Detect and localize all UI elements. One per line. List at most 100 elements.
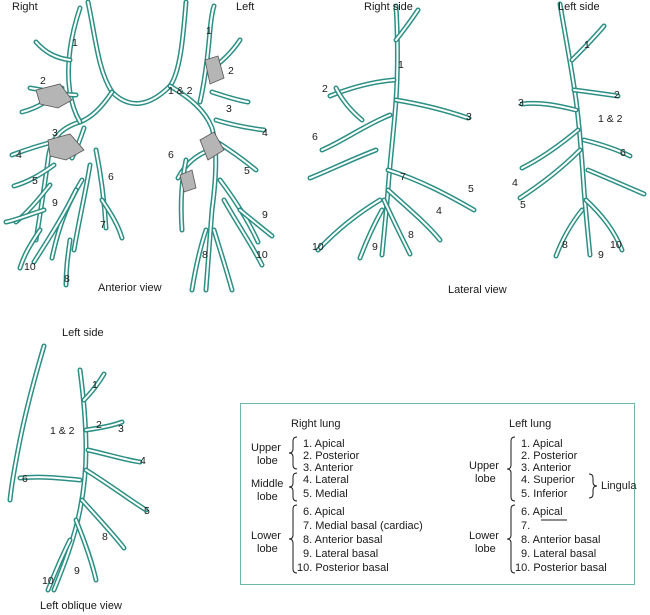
segment-number: 2 xyxy=(228,65,234,77)
anterior-view-caption: Anterior view xyxy=(98,282,162,294)
segment-number: 4 xyxy=(512,177,518,189)
segment-number: 5 xyxy=(32,175,38,187)
segment-number: 8 xyxy=(562,239,568,251)
oblique-tree xyxy=(7,343,149,593)
lobe-label-word: Middle xyxy=(251,478,284,490)
bronchus-branch-lumen xyxy=(559,3,591,256)
bronchus-branch-lumen xyxy=(587,169,645,195)
bronchus-branch-lumen xyxy=(583,139,631,157)
bronchus-branch-lumen xyxy=(65,239,71,286)
segment-number: 5 xyxy=(468,183,474,195)
lateral-view-caption: Lateral view xyxy=(448,284,507,296)
bronchus-branch-lumen xyxy=(387,189,441,241)
segment-number: 4 xyxy=(16,149,22,161)
bronchus-branch-lumen xyxy=(13,164,55,187)
legend-item: 7. Medial basal (cardiac) xyxy=(303,520,423,532)
lobe-label-word: lobe xyxy=(257,455,278,467)
lingula-label: Lingula xyxy=(601,480,637,492)
segment-number: 10 xyxy=(610,239,622,251)
segment-number: 1 xyxy=(398,59,404,71)
bronchus-branch-lumen xyxy=(211,91,249,103)
segment-number: 5 xyxy=(244,165,250,177)
bronchus-branch-lumen xyxy=(329,79,395,97)
legend-item: 5. Inferior xyxy=(521,488,568,500)
legend-item: 8. Anterior basal xyxy=(303,534,383,546)
segment-number: 10 xyxy=(312,241,324,253)
bronchus-branch-lumen xyxy=(75,519,97,581)
bronchus-branch-lumen xyxy=(199,5,215,103)
legend-item: 4. Lateral xyxy=(303,474,349,486)
legend-item: 9. Lateral basal xyxy=(521,548,597,560)
bronchus-branch-lumen xyxy=(213,229,233,291)
bronchus-branch-lumen xyxy=(239,209,273,237)
bronchus-branch-lumen xyxy=(35,41,71,61)
bronchus-branch-lumen xyxy=(335,87,363,121)
lobe-label-word: Lower xyxy=(469,530,499,542)
right-lung-title: Right lung xyxy=(291,418,341,430)
legend-item: 4. Superior xyxy=(521,474,575,486)
legend-item: 6. Apical xyxy=(303,506,345,518)
segment-number: 10 xyxy=(256,249,268,261)
segment-number: 4 xyxy=(140,455,146,467)
left-side-title: Left side xyxy=(558,1,600,13)
legend-item: 3. Anterior xyxy=(303,462,354,474)
bronchus-branch-lumen xyxy=(519,149,581,199)
bronchus-branch xyxy=(333,85,365,123)
bronchus-branch-lumen xyxy=(191,229,207,291)
segment-number: 3 xyxy=(118,423,124,435)
bronchus-branch-lumen xyxy=(359,209,383,259)
bronchus-branch-lumen xyxy=(33,189,77,263)
right-side-title: Right side xyxy=(364,1,413,13)
segment-number: 2 xyxy=(96,419,102,431)
segment-number: 5 xyxy=(520,199,526,211)
bronchus-branch-lumen xyxy=(5,209,45,223)
segment-number: 2 xyxy=(322,83,328,95)
bronchus-branch-lumen xyxy=(81,499,125,549)
segment-number: 7 xyxy=(100,219,106,231)
legend-item: 10. Posterior basal xyxy=(515,562,607,574)
segment-number: 3 xyxy=(518,97,524,109)
left-lateral-tree xyxy=(517,1,647,259)
bronchus-branch-lumen xyxy=(215,119,265,131)
bronchus-branch-lumen xyxy=(101,199,123,239)
segment-number: 8 xyxy=(102,531,108,543)
legend-item: 9. Lateral basal xyxy=(303,548,379,560)
bronchus-branch xyxy=(553,207,585,259)
segment-number: 6 xyxy=(620,147,626,159)
bronchus-branch-lumen xyxy=(321,114,391,151)
bronchus-branch-lumen xyxy=(67,7,81,123)
bronchus-branch-lumen xyxy=(387,169,475,211)
bronchus-branch-lumen xyxy=(395,9,419,41)
bronchus-branch-lumen xyxy=(383,199,411,255)
left-lung-title: Left lung xyxy=(509,418,552,430)
bronchus-branch xyxy=(33,39,73,63)
segment-number: 8 xyxy=(408,229,414,241)
lobe-label-word: Upper xyxy=(251,442,281,454)
bronchus-branch xyxy=(315,197,383,253)
segment-number: 6 xyxy=(22,473,28,485)
bronchus-branch-lumen xyxy=(555,209,583,257)
lobe-label-word: lobe xyxy=(257,491,278,503)
oblique-title: Left side xyxy=(62,327,104,339)
lobe-label-word: lobe xyxy=(475,473,496,485)
bronchus-branch-lumen xyxy=(381,5,399,256)
segment-number: 9 xyxy=(262,209,268,221)
bronchus-branch-lumen xyxy=(83,373,105,401)
segment-number: 1 & 2 xyxy=(168,85,193,97)
segment-number: 9 xyxy=(74,565,80,577)
legend-item: 1. Apical xyxy=(521,438,563,450)
segment-number: 1 xyxy=(72,37,78,49)
bronchus-branch-lumen xyxy=(9,345,45,501)
bronchus-branch-lumen xyxy=(85,469,147,511)
segment-number: 7 xyxy=(400,171,406,183)
segment-number: 2 xyxy=(40,75,46,87)
segment-number: 1 & 2 xyxy=(50,425,75,437)
segment-number: 3 xyxy=(466,111,472,123)
bronchus-branch-lumen xyxy=(85,421,123,431)
segment-number: 5 xyxy=(144,505,150,517)
segment-number: 4 xyxy=(436,205,442,217)
highlight-segments xyxy=(35,55,225,193)
bronchus-branch-lumen xyxy=(573,89,619,97)
